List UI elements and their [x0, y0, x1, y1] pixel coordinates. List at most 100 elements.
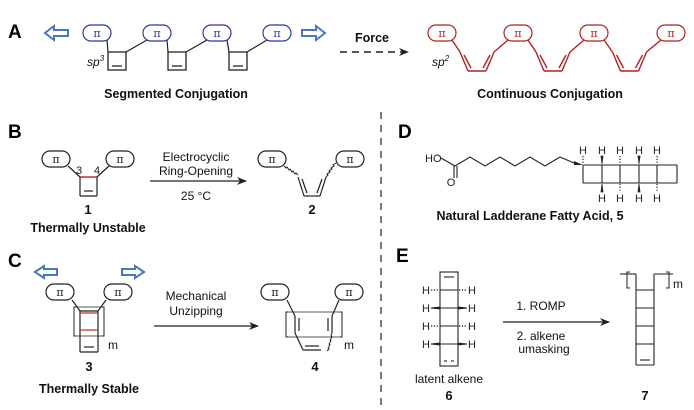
- pi-symbol: π: [514, 27, 521, 40]
- svg-text:π: π: [345, 286, 352, 299]
- ring-opening-label: Ring-Opening: [159, 164, 233, 178]
- compound-number-2: 2: [308, 202, 315, 217]
- polyacetylene-product-4: π π: [260, 283, 364, 352]
- compound-number-7: 7: [641, 388, 648, 403]
- pi-group: [334, 283, 364, 301]
- pull-left-arrow-icon: [43, 23, 69, 43]
- hydrogen-label: H: [468, 303, 476, 315]
- pull-right-arrow-icon: [121, 264, 146, 280]
- hydrogen-label: H: [468, 321, 476, 333]
- compound-number-1: 1: [84, 202, 91, 217]
- ladderane-fatty-acid-5: HO O: [425, 153, 678, 193]
- pi-symbol: π: [438, 27, 445, 40]
- hydrogen-label: H: [653, 193, 661, 205]
- unzipping-label: Unzipping: [169, 304, 222, 318]
- svg-text:π: π: [116, 153, 123, 166]
- repeat-unit-m-label: m: [673, 277, 683, 291]
- pi-symbol: π: [273, 27, 280, 40]
- hydrogen-label: H: [598, 145, 606, 157]
- hydrogen-label: H: [579, 145, 587, 157]
- ladderane-polymer-3: π π: [45, 283, 133, 353]
- atom-label-4: 4: [94, 165, 100, 177]
- pi-symbol: π: [590, 27, 597, 40]
- segmented-conjugation-caption: Segmented Conjugation: [104, 87, 248, 101]
- hydrogen-label: H: [468, 285, 476, 297]
- pi-group: [262, 24, 292, 42]
- repeat-unit-m-label: m: [108, 338, 118, 352]
- pi-group: [427, 24, 457, 42]
- hydrogen-label: H: [635, 193, 643, 205]
- pi-group: [202, 24, 232, 42]
- svg-text:π: π: [346, 153, 353, 166]
- pi-symbol: π: [153, 27, 160, 40]
- pi-group: [142, 24, 172, 42]
- svg-text:π: π: [114, 286, 121, 299]
- hydrogen-label: H: [422, 285, 430, 297]
- svg-text:π: π: [52, 153, 59, 166]
- hydroxyl-label: HO: [425, 153, 442, 165]
- ladderene-polymer-7: [620, 271, 673, 366]
- hydrogen-label: H: [616, 193, 624, 205]
- pi-group: [579, 24, 609, 42]
- cyclobutene-reactant-1: π π: [41, 150, 135, 197]
- hydrogen-label: H: [635, 145, 643, 157]
- panel-label-a: A: [8, 22, 22, 43]
- panel-label-b: B: [8, 122, 22, 143]
- svg-text:π: π: [268, 153, 275, 166]
- pi-group: [105, 150, 135, 168]
- umasking-label: umasking: [518, 342, 569, 356]
- panel-label-d: D: [398, 122, 412, 143]
- hydrogen-label: H: [598, 193, 606, 205]
- diene-product-2: π π: [257, 150, 365, 197]
- hydrogen-label: H: [616, 145, 624, 157]
- electrocyclic-label: Electrocyclic: [163, 150, 230, 164]
- natural-ladderane-caption: Natural Ladderane Fatty Acid, 5: [436, 209, 623, 223]
- diene-unit: [451, 39, 509, 72]
- panel-label-c: C: [8, 251, 22, 272]
- thermally-stable-caption: Thermally Stable: [39, 382, 139, 396]
- sp3-label: sp3: [87, 54, 105, 69]
- alkene-label: 2. alkene: [517, 329, 566, 343]
- thermally-unstable-caption: Thermally Unstable: [30, 221, 145, 235]
- continuous-conjugation-caption: Continuous Conjugation: [477, 87, 623, 101]
- pi-group: [257, 150, 287, 168]
- cyclobutene-unit: [106, 39, 148, 71]
- pi-group: [260, 283, 290, 301]
- pi-group: [45, 283, 75, 301]
- pull-right-arrow-icon: [301, 23, 327, 43]
- sp2-label: sp2: [432, 54, 450, 69]
- pi-symbol: π: [667, 27, 674, 40]
- force-label: Force: [355, 31, 389, 45]
- pi-group: [656, 24, 686, 42]
- temperature-label: 25 °C: [181, 189, 211, 203]
- svg-text:π: π: [56, 286, 63, 299]
- cyclobutene-unit: [166, 39, 208, 71]
- hydrogen-label: H: [422, 303, 430, 315]
- panel-label-e: E: [396, 246, 409, 267]
- pi-group: [82, 24, 112, 42]
- diene-unit: [527, 39, 585, 72]
- cyclobutene-unit: [226, 39, 268, 71]
- repeat-unit-m-label: m: [344, 338, 354, 352]
- compound-number-4: 4: [311, 359, 319, 374]
- carbonyl-oxygen-label: O: [447, 177, 456, 189]
- hydrogen-label: H: [422, 321, 430, 333]
- pi-group: [41, 150, 71, 168]
- hydrogen-label: H: [468, 339, 476, 351]
- pi-symbol: π: [213, 27, 220, 40]
- compound-number-3: 3: [85, 359, 92, 374]
- mechanical-label: Mechanical: [166, 289, 227, 303]
- latent-alkene-caption: latent alkene: [415, 372, 483, 386]
- diene-unit: [603, 39, 662, 72]
- pull-left-arrow-icon: [33, 264, 58, 280]
- hydrogen-label: H: [653, 145, 661, 157]
- atom-label-3: 3: [76, 165, 82, 177]
- pi-group: [335, 150, 365, 168]
- pi-group: [503, 24, 533, 42]
- romp-label: 1. ROMP: [516, 299, 565, 313]
